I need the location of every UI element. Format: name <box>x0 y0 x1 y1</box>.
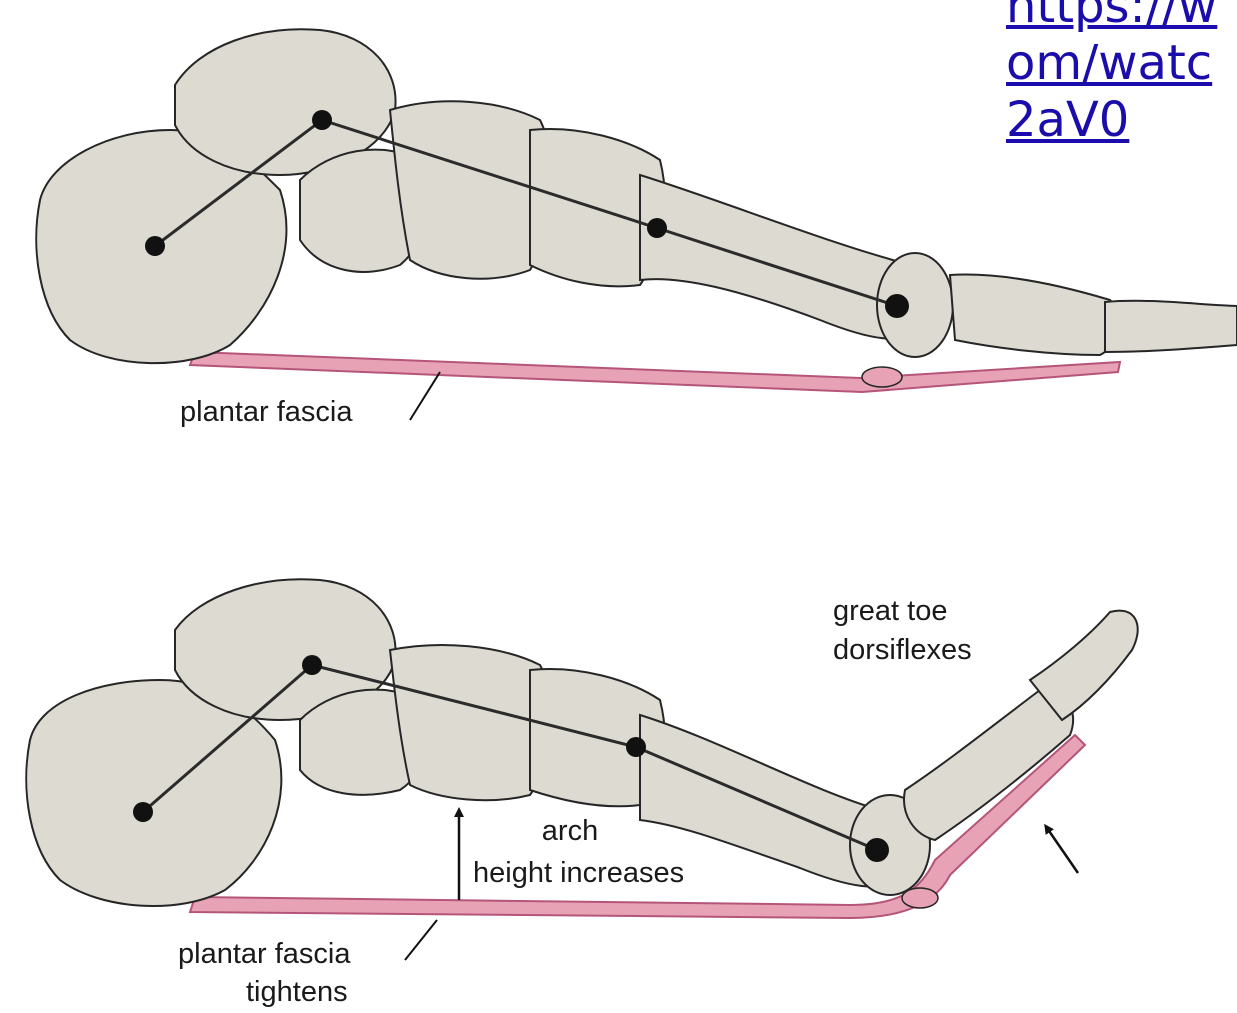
top-plantar-fascia-band <box>190 352 1120 392</box>
top-plantar-fascia-label: plantar fascia <box>180 393 353 431</box>
url-link-line-1[interactable]: https://w <box>1006 0 1237 35</box>
top-metatarsal-marker <box>885 294 909 318</box>
top-midfoot-marker <box>647 218 667 238</box>
bottom-talus-marker <box>302 655 322 675</box>
top-proximal-phalanx <box>950 275 1119 355</box>
url-link-line-2[interactable]: om/watc <box>1006 35 1237 92</box>
bottom-plantar-fascia-label-line1: plantar fascia <box>178 935 351 973</box>
bottom-cuneiform-bones <box>390 645 552 800</box>
top-talus-marker <box>312 110 332 130</box>
top-heel-marker <box>145 236 165 256</box>
bottom-plantar-fascia-label-line2: tightens <box>246 973 348 1011</box>
bottom-metatarsal-marker <box>865 838 889 862</box>
url-link-line-3[interactable]: 2aV0 <box>1006 92 1237 149</box>
top-cuneiform-bones <box>390 101 552 278</box>
top-sesamoid-bone <box>862 367 902 387</box>
bottom-midfoot-marker <box>626 737 646 757</box>
great-toe-label-line2: dorsiflexes <box>833 631 972 669</box>
bottom-fascia-leader-line <box>405 920 437 960</box>
great-toe-label-line1: great toe <box>833 592 947 630</box>
bottom-heel-marker <box>133 802 153 822</box>
url-link-overlay[interactable]: https://w om/watc 2aV0 <box>1006 0 1237 149</box>
top-distal-phalanx <box>1105 301 1237 352</box>
arch-label-line1: arch <box>520 812 620 850</box>
arch-label-line2: height increases <box>473 854 684 892</box>
bottom-sesamoid-bone <box>902 888 938 908</box>
toe-dorsiflexion-arrow <box>1047 828 1078 873</box>
top-fascia-leader-line <box>410 372 440 420</box>
